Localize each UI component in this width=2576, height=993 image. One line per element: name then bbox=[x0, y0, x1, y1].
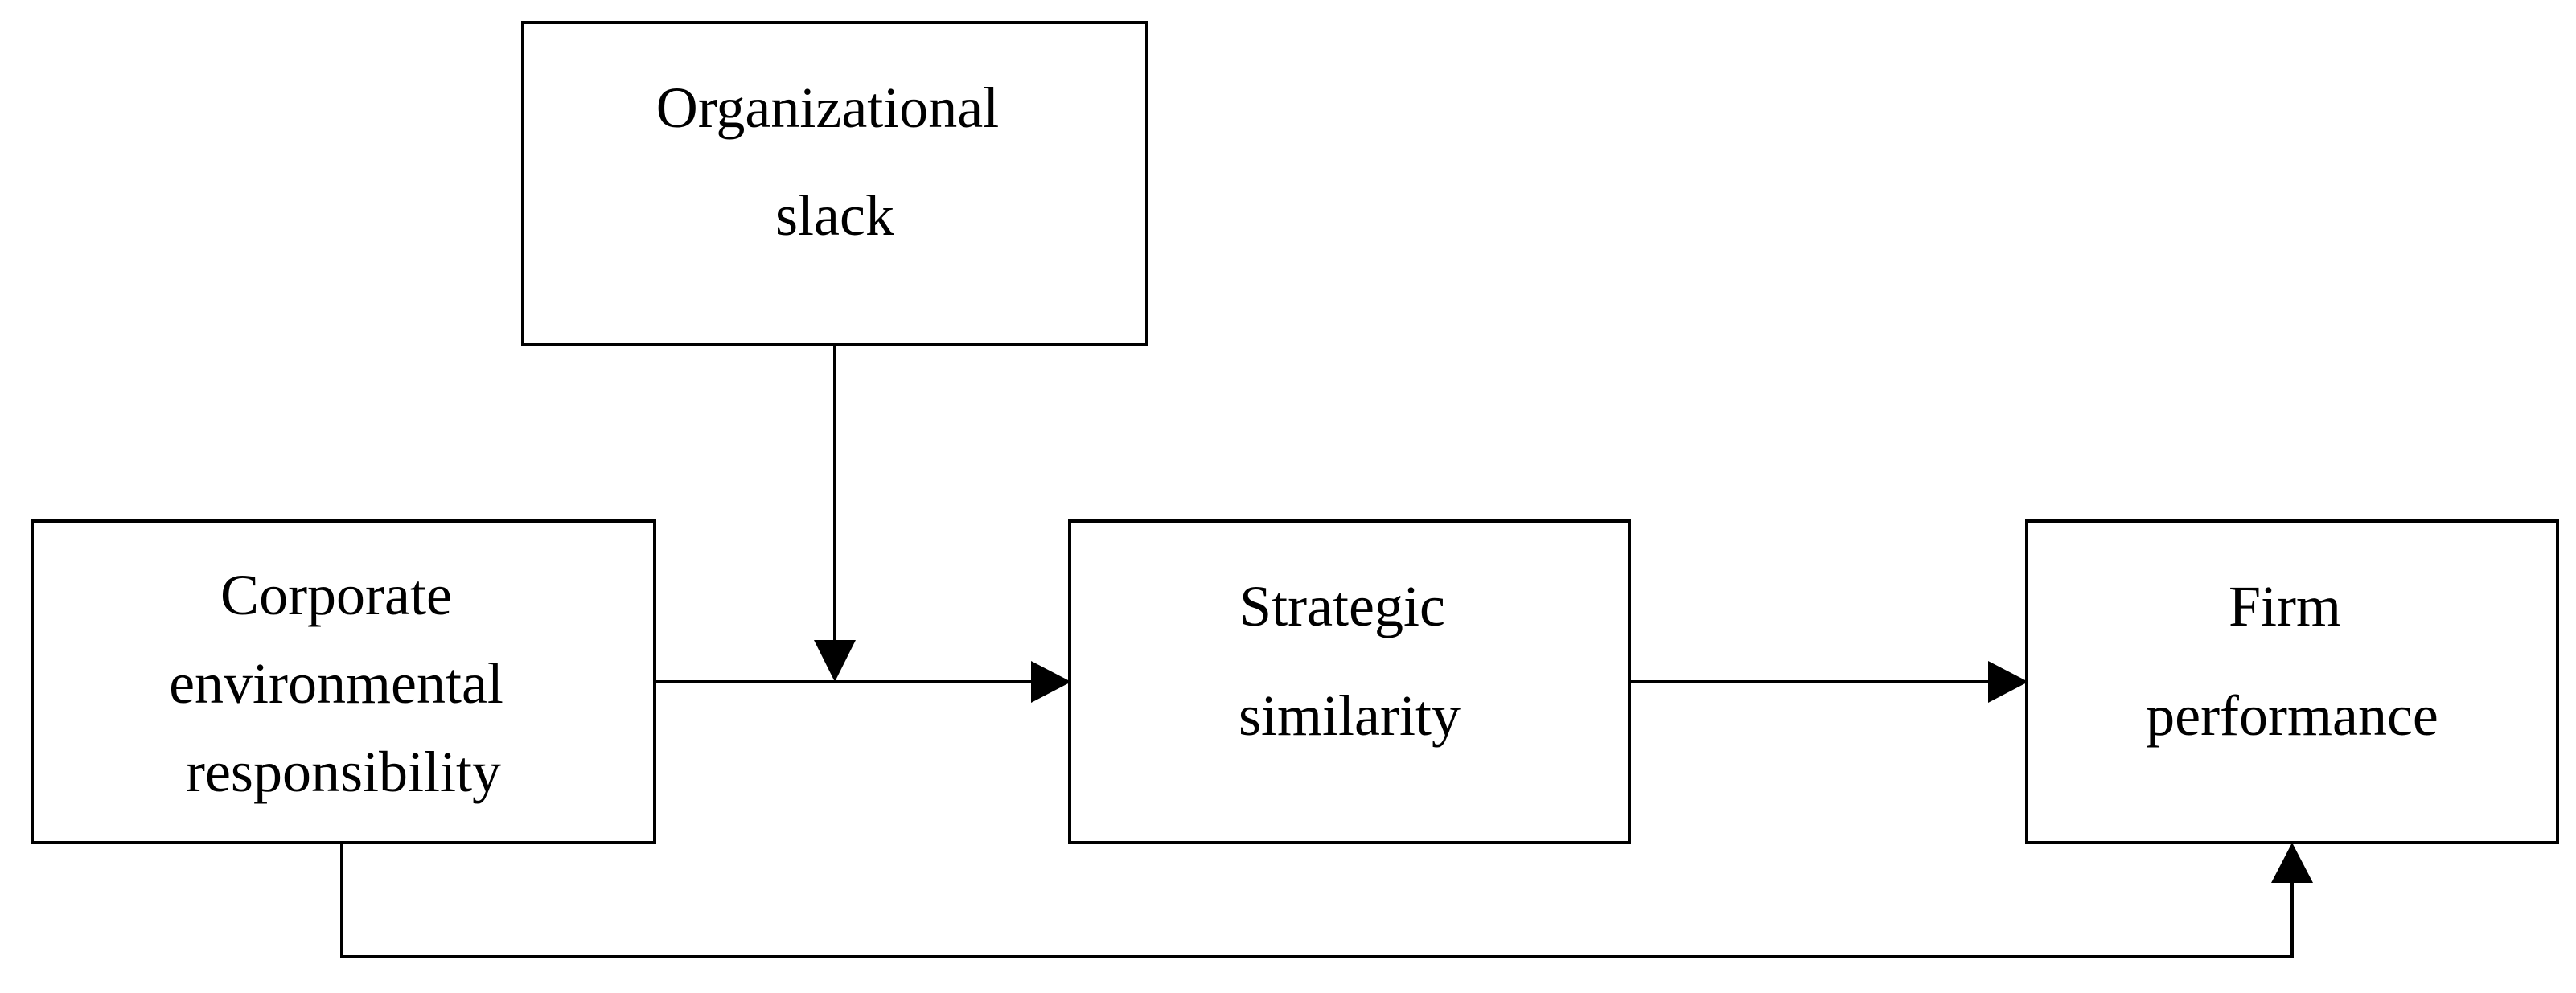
node-strategic-similarity-box bbox=[1068, 519, 1631, 844]
node-strategic-similarity: Strategic similarity bbox=[1068, 519, 1631, 844]
edge-strategic-similarity-to-firm-performance bbox=[1629, 661, 2028, 703]
node-label-line: responsibility bbox=[186, 740, 501, 804]
node-label-line: performance bbox=[2146, 683, 2438, 748]
node-label-line: Firm bbox=[2229, 574, 2341, 638]
node-firm-performance-box bbox=[2025, 519, 2559, 844]
edge-line bbox=[340, 843, 2294, 958]
node-label-line: similarity bbox=[1239, 683, 1461, 748]
edge-cer-to-firm-performance bbox=[340, 843, 2313, 958]
node-corporate-environmental-responsibility: Corporate environmental responsibility bbox=[31, 519, 656, 844]
arrowhead-right bbox=[1031, 661, 1071, 703]
edge-organizational-slack-moderation bbox=[814, 344, 856, 682]
node-strategic-similarity-label: Strategic similarity bbox=[1239, 574, 1461, 748]
node-label-line: environmental bbox=[169, 651, 503, 716]
node-label-line: slack bbox=[775, 183, 894, 248]
node-label-line: Organizational bbox=[656, 76, 1000, 140]
arrowhead-right bbox=[1988, 661, 2028, 703]
node-label-line: Corporate bbox=[220, 563, 452, 627]
node-organizational-slack: Organizational slack bbox=[521, 21, 1148, 346]
node-organizational-slack-label: Organizational slack bbox=[656, 76, 1014, 248]
node-cer-label: Corporate environmental responsibility bbox=[169, 563, 518, 804]
node-organizational-slack-box bbox=[521, 21, 1148, 346]
node-label-line: Strategic bbox=[1239, 574, 1445, 638]
arrowhead-up bbox=[2271, 843, 2313, 883]
edge-cer-to-strategic-similarity bbox=[655, 661, 1071, 703]
arrowhead-down bbox=[814, 640, 856, 682]
node-firm-performance-label: Firm performance bbox=[2146, 574, 2438, 748]
node-firm-performance: Firm performance bbox=[2025, 519, 2559, 844]
